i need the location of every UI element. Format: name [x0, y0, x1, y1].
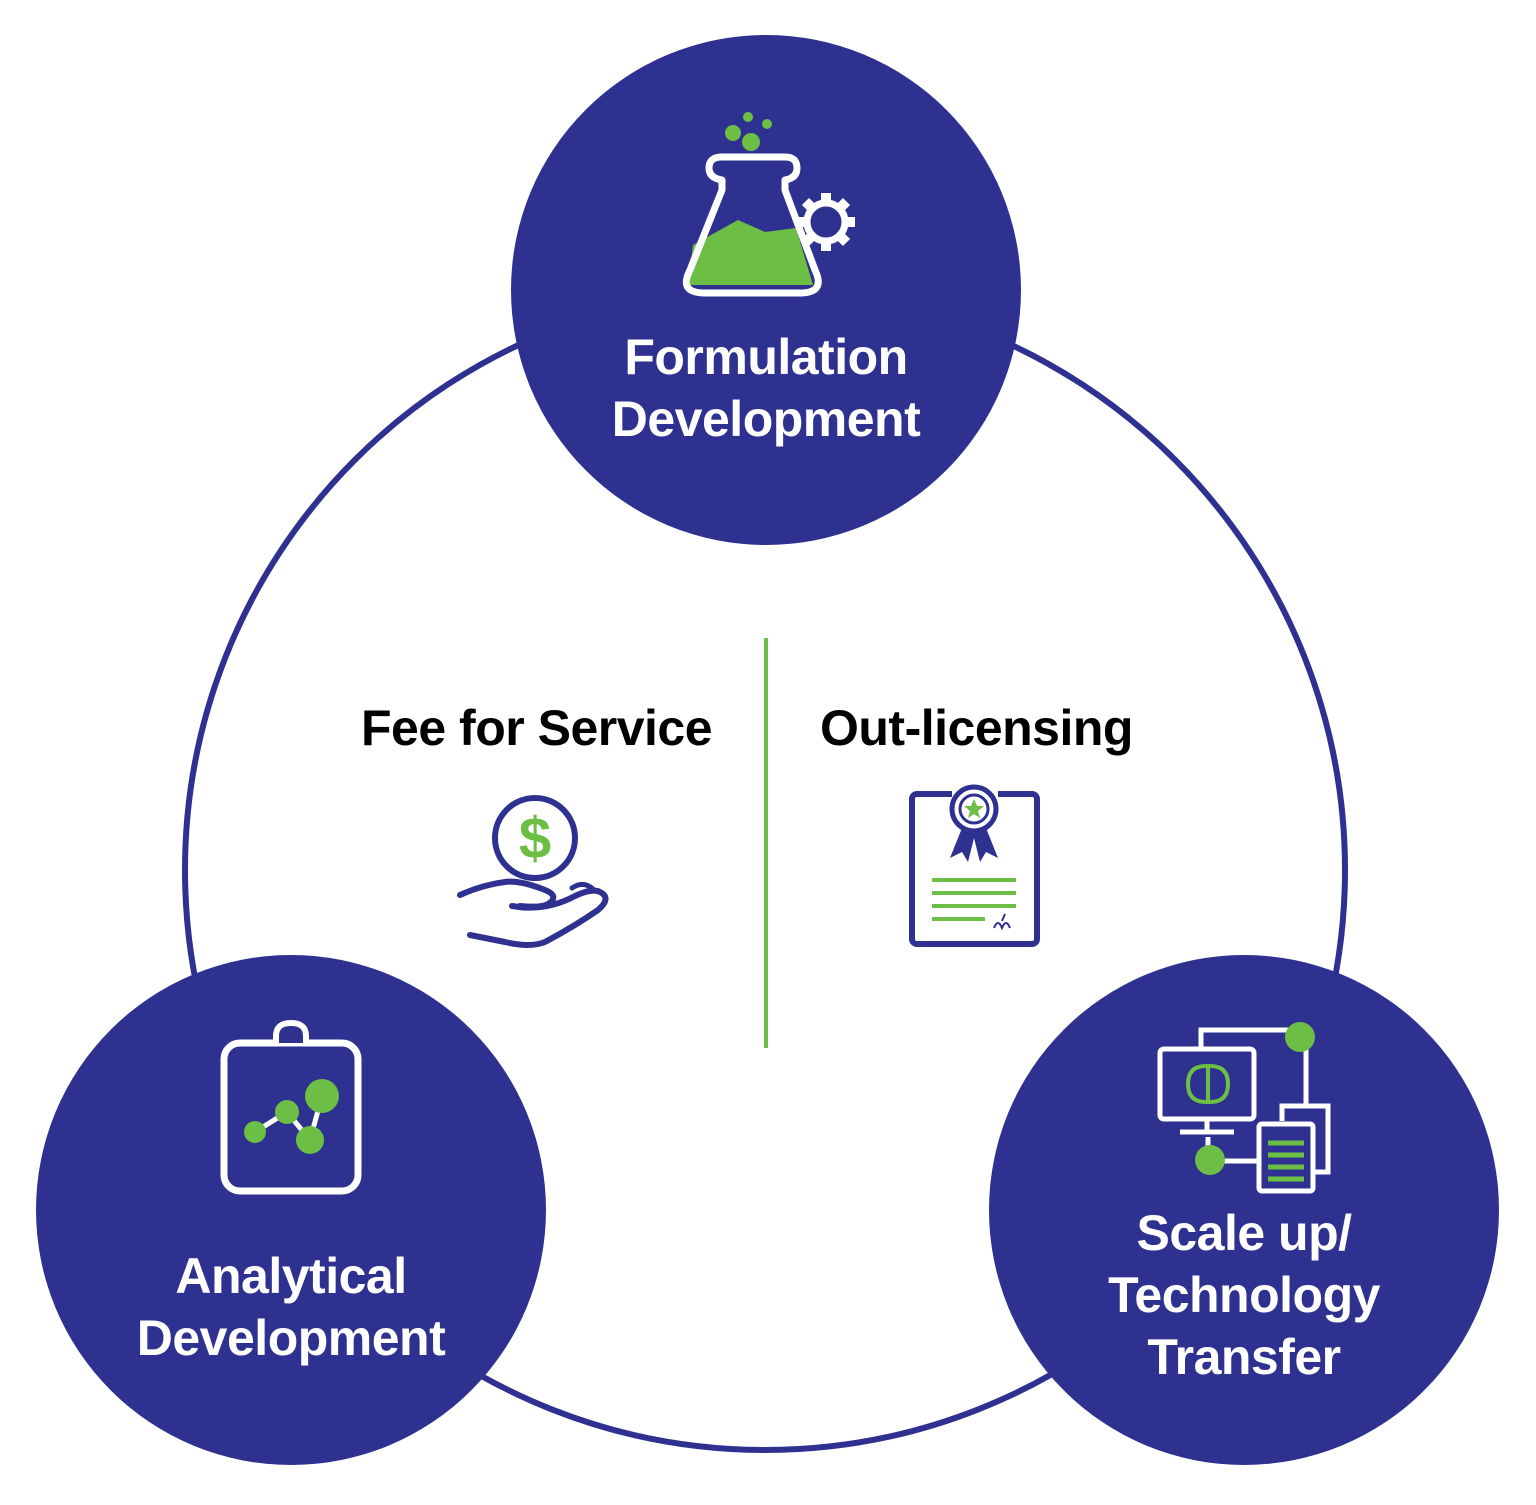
network-nodes	[1195, 1022, 1315, 1182]
clipboard-chart-icon	[220, 1019, 362, 1195]
node-bottom-right-line1: Scale up/	[1136, 1205, 1352, 1261]
node-bottom-left-line1: Analytical	[175, 1248, 407, 1304]
node-top-label: Formulation Development	[566, 326, 966, 450]
node-top-line1: Formulation	[624, 329, 908, 385]
network-transfer-icon	[1157, 1027, 1331, 1194]
flask-gear-icon	[682, 112, 855, 297]
svg-text:$: $	[519, 806, 551, 871]
out-licensing-heading: Out-licensing	[820, 700, 1133, 756]
node-bottom-right-circle	[989, 955, 1499, 1465]
node-bottom-right-line2: Technology	[1108, 1267, 1380, 1323]
node-bottom-right-line3: Transfer	[1147, 1329, 1341, 1385]
node-top-line2: Development	[611, 391, 921, 447]
node-bottom-left-line2: Development	[136, 1310, 446, 1366]
node-bottom-left-circle	[36, 955, 546, 1465]
fee-for-service-heading: Fee for Service	[361, 700, 713, 756]
certificate-icon	[909, 784, 1040, 947]
node-bottom-right-label: Scale up/ Technology Transfer	[1044, 1202, 1444, 1388]
hand-dollar-coin-icon: $	[457, 795, 609, 948]
node-bottom-left-label: Analytical Development	[91, 1245, 491, 1369]
